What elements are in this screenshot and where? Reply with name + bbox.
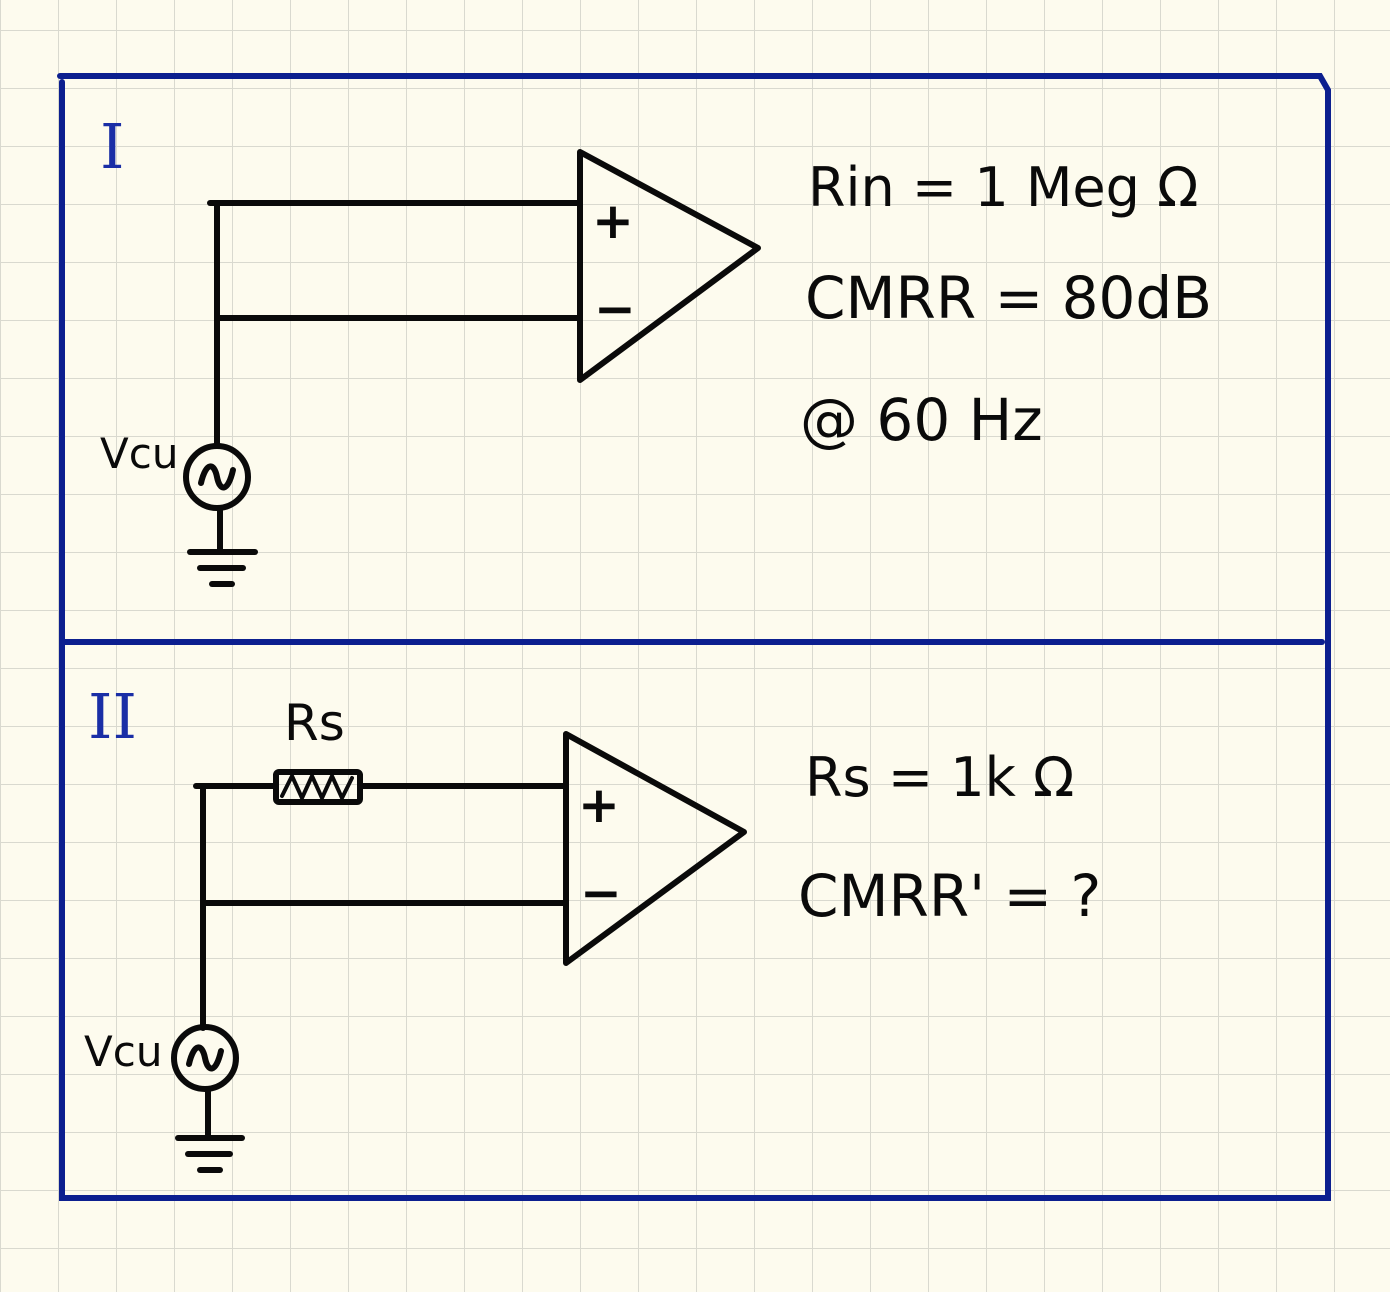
part-2-ac-source-icon xyxy=(171,1024,239,1092)
part-2-numeral: II xyxy=(88,680,137,753)
part-2-resistor-label: Rs xyxy=(284,694,345,752)
part-1-specs: Rin = 1 Meg Ω CMRR = 80dB @ 60 Hz xyxy=(800,156,1212,454)
part-1-minus-terminal: − xyxy=(594,280,636,338)
part-2-source-label: Vcu xyxy=(84,1027,162,1076)
spec-rin: Rin = 1 Meg Ω xyxy=(808,156,1198,219)
part-1-op-amp: + − xyxy=(577,149,761,383)
spec-rs: Rs = 1k Ω xyxy=(805,746,1074,809)
part-2-specs: Rs = 1k Ω CMRR' = ? xyxy=(798,746,1101,930)
part-1-plus-terminal: + xyxy=(592,192,634,250)
part-2-ground-icon xyxy=(175,1087,245,1173)
part-1-ground-icon xyxy=(187,505,258,587)
part-1-source-label: Vcu xyxy=(100,429,178,478)
spec-frequency: @ 60 Hz xyxy=(800,386,1043,454)
spec-cmrr-prime: CMRR' = ? xyxy=(798,862,1101,930)
worksheet-frame xyxy=(57,73,1331,1201)
part-2-wiring xyxy=(193,783,569,1031)
part-1-numeral: I xyxy=(100,110,125,183)
part-1: I + − Vcu Rin = 1 Meg Ω CMR xyxy=(100,110,1212,587)
part-1-wiring xyxy=(207,200,583,449)
part-2: II Rs + − Vcu xyxy=(84,680,1101,1173)
part-2-plus-terminal: + xyxy=(578,776,620,834)
part-1-ac-source-icon xyxy=(183,443,251,511)
part-2-op-amp: + − xyxy=(563,731,747,966)
part-2-resistor-icon xyxy=(273,769,363,805)
spec-cmrr: CMRR = 80dB xyxy=(805,264,1212,332)
part-2-minus-terminal: − xyxy=(580,864,622,922)
